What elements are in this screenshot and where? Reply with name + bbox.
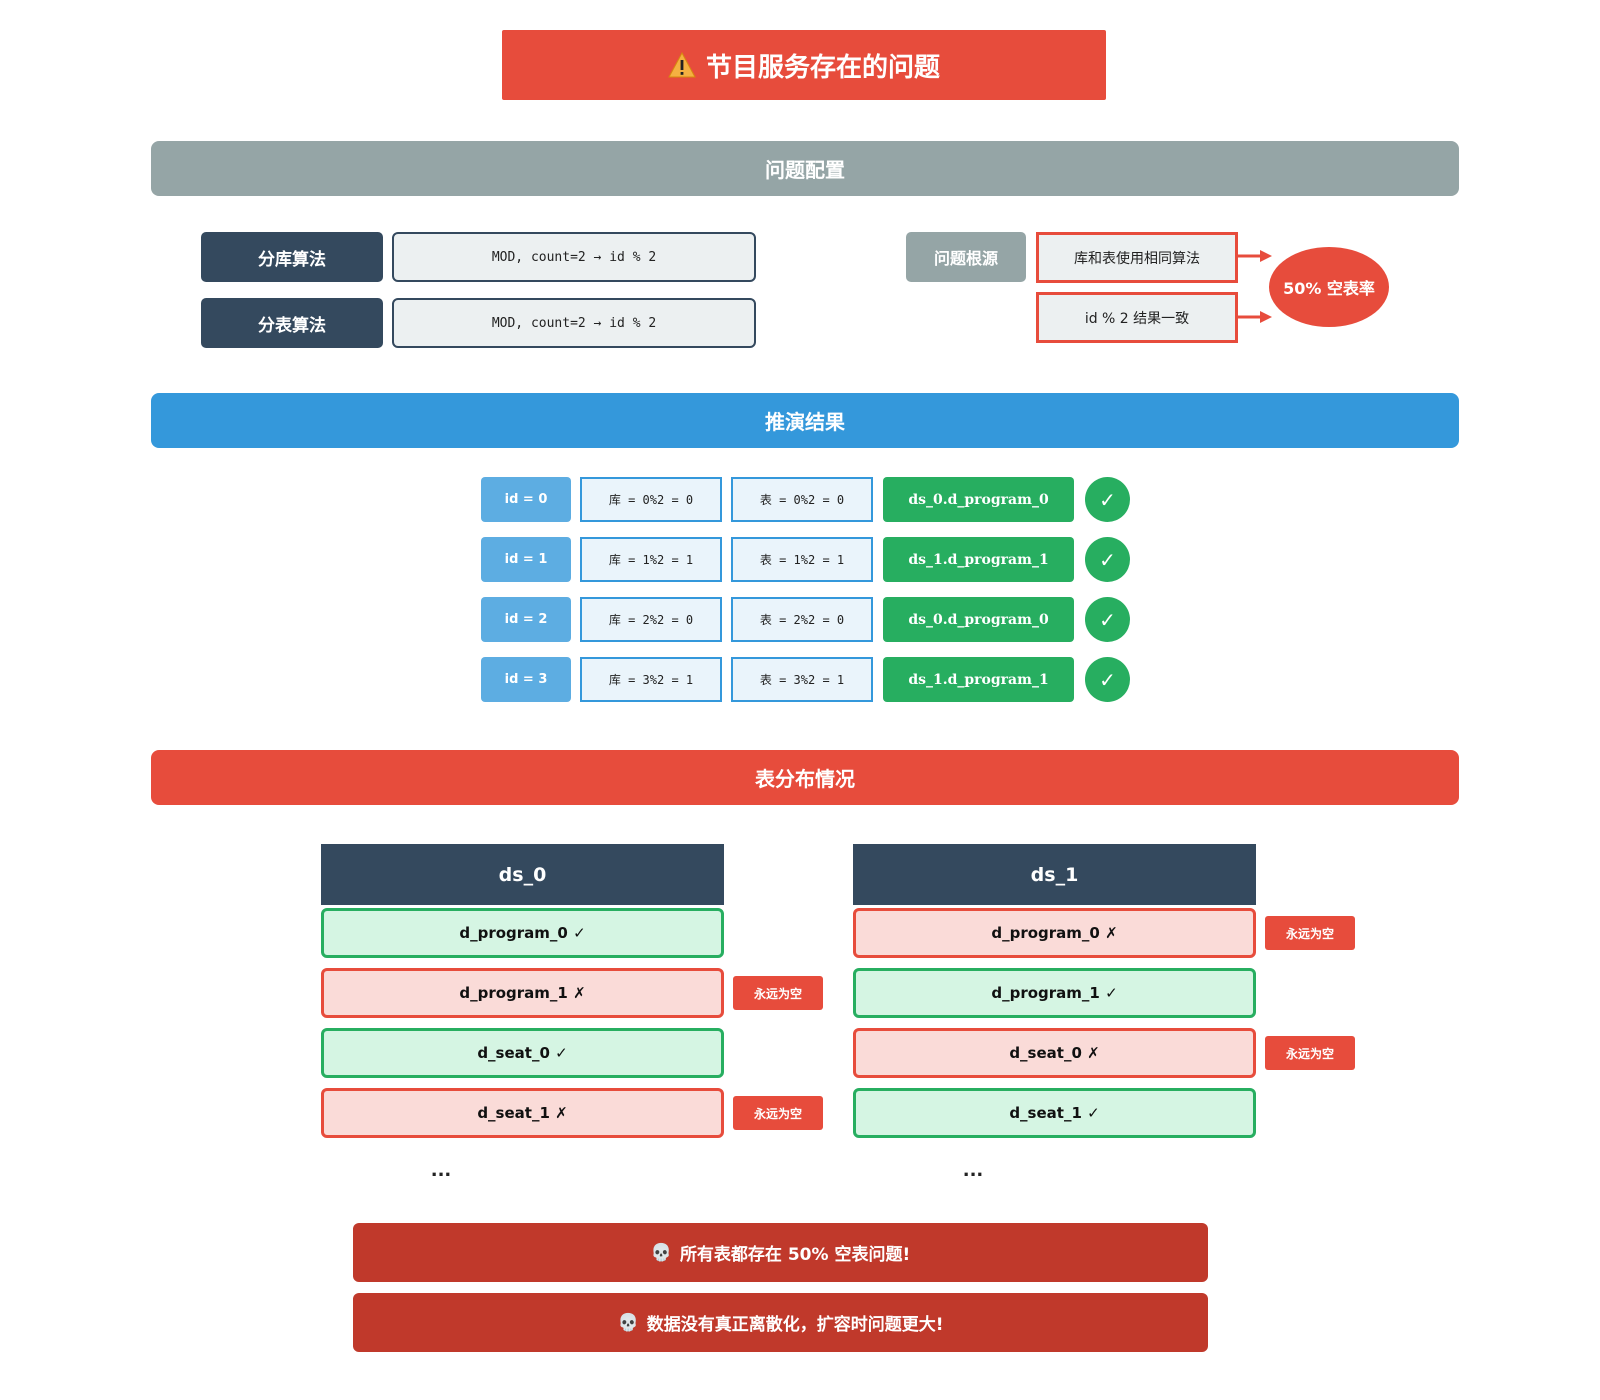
cause-same-result: id % 2 结果一致 [1036,292,1238,343]
warning-banner-text: 所有表都存在 50% 空表问题! [679,1245,911,1265]
db-algorithm-label: 分库算法 [201,232,383,282]
check-icon: ✓ [1085,537,1130,582]
table-cell: d_seat_0 ✓ [321,1028,724,1078]
skull-icon: 💀 [617,1312,639,1333]
check-icon: ✓ [1085,657,1130,702]
db-calculation: 库 = 1%2 = 1 [580,537,722,582]
target-table: ds_1.d_program_1 [883,657,1074,702]
db-calculation: 库 = 0%2 = 0 [580,477,722,522]
always-empty-badge: 永远为空 [733,1096,823,1130]
always-empty-badge: 永远为空 [1265,1036,1355,1070]
check-icon: ✓ [1085,597,1130,642]
check-icon: ✓ [1085,477,1130,522]
row-id: id = 2 [481,597,571,642]
target-table: ds_1.d_program_1 [883,537,1074,582]
skull-icon: 💀 [650,1242,672,1263]
warning-banner-scaling: 💀 数据没有真正离散化，扩容时问题更大! [353,1293,1208,1352]
section-header-derivation: 推演结果 [151,393,1459,448]
table-algorithm-label: 分表算法 [201,298,383,348]
cause-same-algorithm: 库和表使用相同算法 [1036,232,1238,283]
database-header-ds1: ds_1 [853,844,1256,905]
table-cell: d_program_0 ✗ [853,908,1256,958]
row-id: id = 0 [481,477,571,522]
table-cell: d_program_1 ✓ [853,968,1256,1018]
page-title: 节目服务存在的问题 [502,30,1106,100]
db-calculation: 库 = 2%2 = 0 [580,597,722,642]
warning-banner-text: 数据没有真正离散化，扩容时问题更大! [646,1315,944,1335]
table-cell: d_program_1 ✗ [321,968,724,1018]
always-empty-badge: 永远为空 [1265,916,1355,950]
section-header-distribution: 表分布情况 [151,750,1459,805]
table-cell: d_seat_1 ✓ [853,1088,1256,1138]
db-calculation: 库 = 3%2 = 1 [580,657,722,702]
page-title-text: 节目服务存在的问题 [705,52,940,83]
row-id: id = 3 [481,657,571,702]
table-calculation: 表 = 3%2 = 1 [731,657,873,702]
table-cell: d_seat_0 ✗ [853,1028,1256,1078]
cause-arrows [1238,250,1272,323]
table-cell: d_seat_1 ✗ [321,1088,724,1138]
table-calculation: 表 = 0%2 = 0 [731,477,873,522]
empty-rate-result: 50% 空表率 [1269,247,1389,327]
table-algorithm-value: MOD, count=2 → id % 2 [392,298,756,348]
warning-icon [668,52,696,78]
root-cause-label: 问题根源 [906,232,1026,282]
db-algorithm-value: MOD, count=2 → id % 2 [392,232,756,282]
row-id: id = 1 [481,537,571,582]
target-table: ds_0.d_program_0 [883,477,1074,522]
target-table: ds_0.d_program_0 [883,597,1074,642]
section-header-config: 问题配置 [151,141,1459,196]
warning-banner-empty-tables: 💀 所有表都存在 50% 空表问题! [353,1223,1208,1282]
more-tables-ellipsis: ... [962,1159,984,1181]
table-calculation: 表 = 1%2 = 1 [731,537,873,582]
table-calculation: 表 = 2%2 = 0 [731,597,873,642]
table-cell: d_program_0 ✓ [321,908,724,958]
always-empty-badge: 永远为空 [733,976,823,1010]
more-tables-ellipsis: ... [430,1159,452,1181]
database-header-ds0: ds_0 [321,844,724,905]
